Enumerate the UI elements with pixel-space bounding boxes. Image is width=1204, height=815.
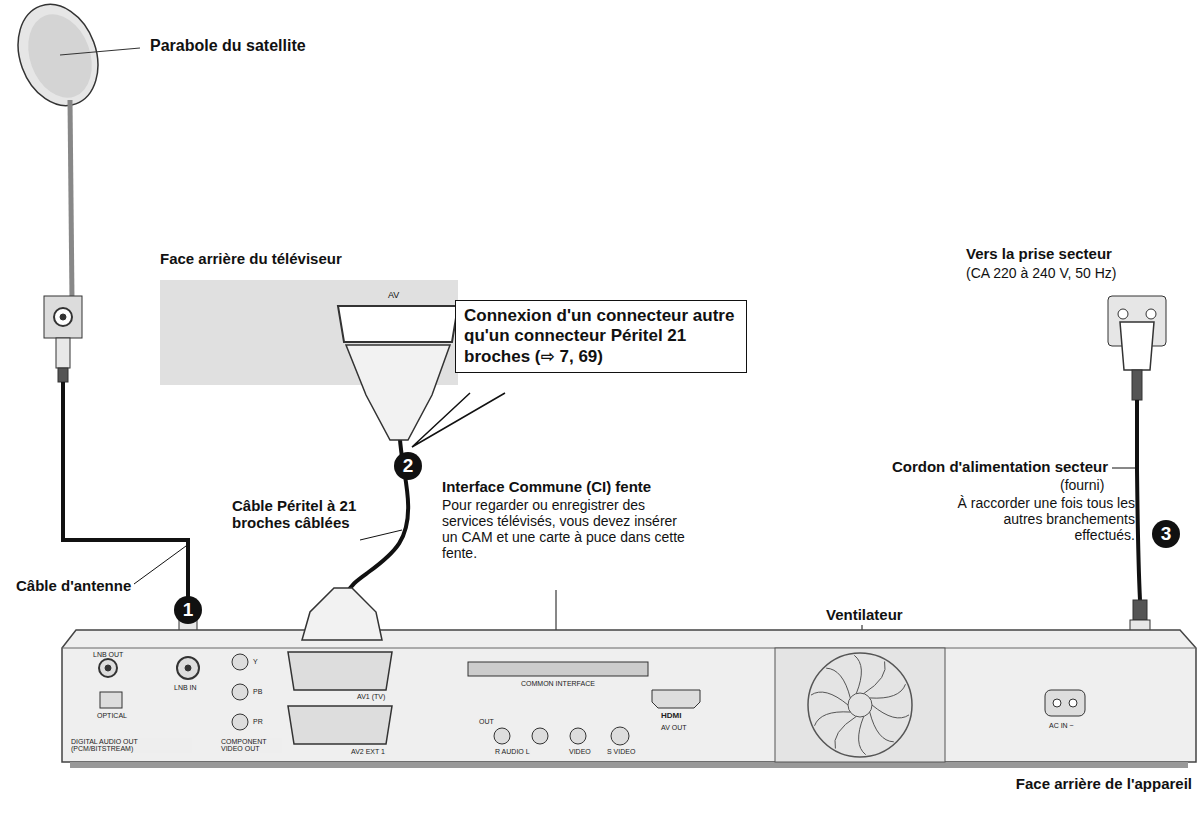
hdmi-socket bbox=[652, 690, 700, 708]
ci-slot bbox=[468, 662, 648, 676]
optical-jack bbox=[100, 692, 122, 708]
panel-marking: PB bbox=[252, 688, 263, 695]
fan-blade bbox=[811, 692, 848, 705]
panel-marking: Y bbox=[252, 658, 259, 665]
fan-blade bbox=[870, 684, 906, 698]
socket-label: AV bbox=[388, 290, 399, 300]
part-name: Câble Péritel à 21 broches câblées bbox=[232, 497, 357, 532]
part-name: Câble d'antenne bbox=[16, 577, 131, 594]
fan-blade bbox=[815, 712, 851, 726]
part-name: Vers la prise secteur bbox=[966, 245, 1112, 262]
panel-marking: COMMON INTERFACE bbox=[520, 680, 596, 687]
component-jacks bbox=[232, 654, 248, 730]
panel-marking: AV OUT bbox=[660, 724, 688, 731]
note: (CA 220 à 240 V, 50 Hz) bbox=[966, 265, 1116, 281]
panel-marking: DIGITAL AUDIO OUT (PCM/BITSTREAM) bbox=[70, 738, 192, 753]
av-out-jacks bbox=[494, 727, 629, 745]
leader-line bbox=[1112, 468, 1135, 469]
panel-heading: Face arrière de l'appareil bbox=[62, 775, 1196, 792]
leader-line bbox=[360, 530, 402, 540]
panel-marking: PR bbox=[252, 718, 264, 725]
panel-marking: R AUDIO L bbox=[494, 748, 531, 755]
part-name: Interface Commune (CI) fente bbox=[442, 478, 651, 495]
antenna-socket bbox=[44, 296, 82, 382]
fan-blade bbox=[870, 712, 894, 742]
scart-sockets bbox=[288, 652, 392, 744]
panel-marking: AC IN ~ bbox=[1048, 722, 1075, 729]
fan-blade bbox=[835, 716, 857, 748]
callout-number: 1 bbox=[174, 596, 202, 624]
panel-marking: VIDEO bbox=[568, 748, 592, 755]
fan-blade bbox=[864, 661, 886, 693]
panel-marking: S VIDEO bbox=[606, 748, 636, 755]
satellite-dish bbox=[5, 0, 140, 300]
ac-inlet bbox=[1045, 690, 1085, 716]
note: Pour regarder ou enregistrer des service… bbox=[442, 497, 692, 561]
panel-marking: LNB IN bbox=[173, 684, 198, 691]
panel-marking: AV1 (TV) bbox=[356, 693, 386, 700]
device-rear-panel: Face arrière de l'appareil bbox=[62, 630, 1196, 792]
callout-number: 2 bbox=[394, 452, 422, 480]
note: À raccorder une fois tous les autres bra… bbox=[955, 495, 1135, 543]
panel-heading: Face arrière du téléviseur bbox=[160, 250, 458, 280]
power-cord bbox=[1137, 400, 1140, 600]
part-name: Parabole du satellite bbox=[150, 37, 306, 55]
lnb-out-connector bbox=[99, 659, 117, 677]
panel-marking: OUT bbox=[478, 718, 495, 725]
wall-outlet bbox=[1108, 296, 1166, 400]
part-name: Cordon d'alimentation secteur bbox=[880, 458, 1108, 475]
callout-number: 3 bbox=[1152, 520, 1180, 548]
callout-text: Connexion d'un connecteur autre qu'un co… bbox=[464, 306, 738, 367]
tv-scart-socket bbox=[338, 306, 458, 342]
leader-line bbox=[134, 546, 186, 584]
fan-blade bbox=[854, 655, 861, 693]
antenna-cable bbox=[63, 382, 188, 600]
panel-marking: COMPONENT VIDEO OUT bbox=[220, 738, 282, 753]
note: (fourni) bbox=[1060, 477, 1104, 493]
device-housing bbox=[62, 630, 1196, 768]
panel-marking: LNB OUT bbox=[92, 651, 124, 658]
fan-blade bbox=[826, 668, 850, 698]
fan-blade bbox=[872, 705, 909, 718]
tv-rear-panel: Face arrière du téléviseurAV bbox=[160, 250, 458, 385]
lnb-in-connector bbox=[177, 657, 199, 679]
fan-blade bbox=[859, 716, 866, 754]
part-name: Ventilateur bbox=[826, 606, 903, 623]
panel-marking: HDMI bbox=[660, 712, 682, 720]
callout-box: Connexion d'un connecteur autre qu'un co… bbox=[455, 300, 747, 373]
panel-marking: AV2 EXT 1 bbox=[350, 748, 386, 755]
scart-plug bbox=[302, 345, 450, 640]
tv-panel-area: AV bbox=[160, 280, 458, 385]
fan-grille bbox=[775, 648, 945, 762]
panel-marking: OPTICAL bbox=[96, 712, 128, 719]
